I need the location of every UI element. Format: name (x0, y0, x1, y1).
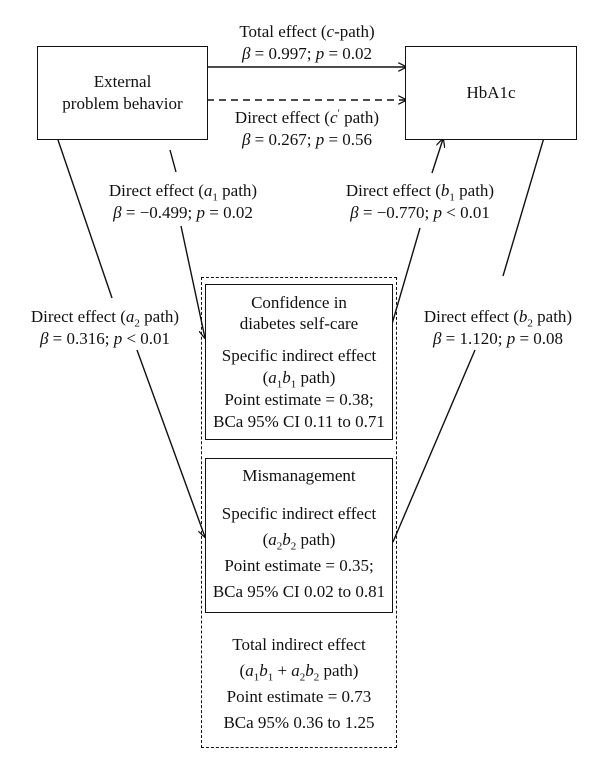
total-indirect-title: Total indirect effect (232, 635, 366, 654)
b2-effect-stats: β = 1.120; p = 0.08 (432, 329, 564, 348)
indirect2-title: Specific indirect effect (221, 504, 377, 523)
indirect1-title: Specific indirect effect (221, 346, 377, 365)
a2-arrow-bottom (136, 349, 205, 537)
b2-arrow-top (502, 114, 551, 277)
b1-effect-stats: β = −0.770; p < 0.01 (350, 203, 490, 222)
indirect2-point: Point estimate = 0.35; (224, 556, 374, 575)
b1-arrow-top (431, 139, 443, 174)
hba1c-box: HbA1c (405, 46, 577, 140)
a1-effect-stats: β = −0.499; p = 0.02 (113, 203, 253, 222)
indirect1-path: (a1b1 path) (262, 368, 336, 391)
mismanagement-box: Mismanagement Specific indirect effect (… (205, 458, 393, 613)
a2-effect-label: Direct effect (a2 path) (30, 307, 180, 330)
direct-effect-label: Direct effect (c′ path) (234, 107, 380, 127)
total-indirect-path: (a1b1 + a2b2 path) (239, 661, 359, 684)
a1-arrow-top (169, 149, 177, 173)
indirect1-point: Point estimate = 0.38; (224, 390, 374, 409)
confidence-label-line2: diabetes self-care (239, 314, 359, 333)
b2-arrow (392, 349, 476, 543)
b2-effect-label: Direct effect (b2 path) (423, 307, 573, 330)
a2-arrow (57, 139, 113, 299)
total-indirect-point: Point estimate = 0.73 (226, 687, 372, 706)
confidence-label-line1: Confidence in (251, 293, 347, 312)
b1-effect-label: Direct effect (b1 path) (345, 181, 495, 204)
confidence-box: Confidence in diabetes self-care Specifi… (205, 284, 393, 440)
direct-effect-stats: β = 0.267; p = 0.56 (241, 130, 373, 149)
a1-effect-label: Direct effect (a1 path) (108, 181, 258, 204)
total-effect-stats: β = 0.997; p = 0.02 (241, 44, 373, 63)
external-label-line1: External (93, 72, 152, 91)
indirect2-ci: BCa 95% CI 0.02 to 0.81 (212, 582, 386, 601)
total-indirect-ci: BCa 95% 0.36 to 1.25 (223, 713, 375, 732)
hba1c-label: HbA1c (466, 83, 516, 102)
mediators-dashed-box (201, 277, 397, 748)
external-problem-behavior-box: External problem behavior (37, 46, 208, 140)
indirect2-path: (a2b2 path) (262, 530, 336, 553)
total-effect-label: Total effect (c-path) (239, 22, 375, 41)
external-label-line2: problem behavior (62, 94, 183, 113)
indirect1-ci: BCa 95% CI 0.11 to 0.71 (213, 412, 385, 431)
mismanagement-label: Mismanagement (242, 466, 356, 485)
a2-effect-stats: β = 0.316; p < 0.01 (39, 329, 171, 348)
